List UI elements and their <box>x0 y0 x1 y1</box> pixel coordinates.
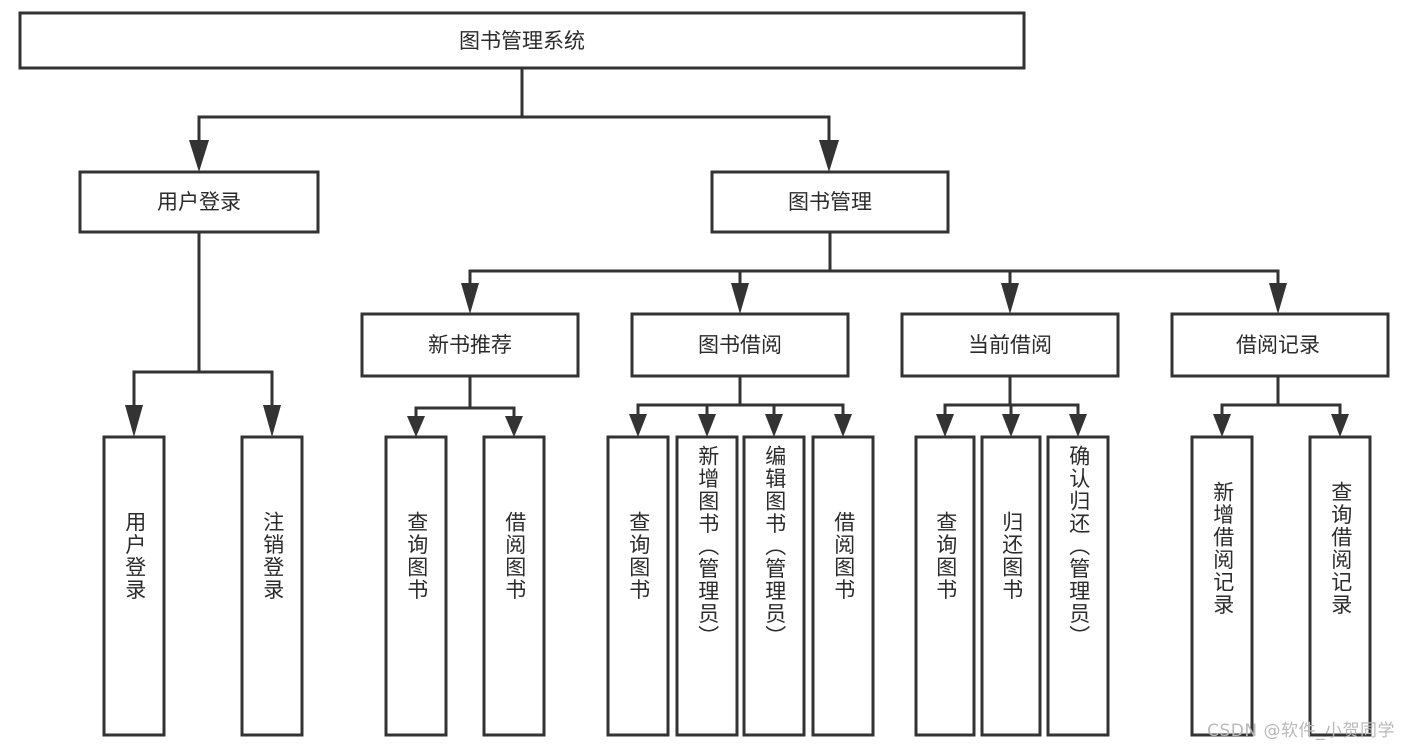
arrow-leaf-add-record <box>1213 414 1231 437</box>
label-borrow-record: 借阅记录 <box>1236 333 1320 357</box>
node-leaf-query-record[interactable] <box>1308 435 1372 737</box>
arrow-to-book-manage <box>819 140 839 172</box>
label-book-borrow: 图书借阅 <box>698 333 782 357</box>
watermark-text: CSDN @软件_小贺同学 <box>1207 721 1395 741</box>
node-leaf-borrow-book-bb[interactable] <box>811 435 875 737</box>
arrow-to-user-login <box>189 140 209 172</box>
node-root[interactable] <box>18 11 1026 70</box>
node-leaf-add-book[interactable] <box>675 435 739 737</box>
arrow-to-book-borrow <box>731 283 749 314</box>
label-current-borrow: 当前借阅 <box>968 333 1052 357</box>
label-root: 图书管理系统 <box>459 29 585 53</box>
arrow-leaf-add-book <box>698 414 716 437</box>
arrow-leaf-confirm-return <box>1069 414 1087 437</box>
arrow-to-new-book-rec <box>461 283 479 314</box>
node-boxes <box>18 11 1390 737</box>
arrow-to-current-borrow <box>1001 283 1019 314</box>
arrow-leaf-user-login <box>125 405 143 437</box>
arrow-leaf-query-record <box>1331 414 1349 437</box>
node-leaf-logout[interactable] <box>240 435 304 737</box>
node-leaf-edit-book[interactable] <box>742 435 806 737</box>
node-leaf-confirm-return[interactable] <box>1046 435 1110 737</box>
node-new-book-rec[interactable] <box>360 312 580 378</box>
label-new-book-rec: 新书推荐 <box>428 333 512 357</box>
node-leaf-borrow-book-rec[interactable] <box>482 435 546 737</box>
node-borrow-record[interactable] <box>1170 312 1390 378</box>
arrow-leaf-borrow-book-bb <box>834 414 852 437</box>
label-book-manage: 图书管理 <box>788 190 872 214</box>
connectors <box>125 66 1349 437</box>
node-book-borrow[interactable] <box>630 312 850 378</box>
arrow-leaf-borrow-book-rec <box>505 416 523 437</box>
arrow-to-borrow-record <box>1269 283 1287 314</box>
node-labels-horizontal: 图书管理系统 用户登录 图书管理 新书推荐 图书借阅 当前借阅 借阅记录 <box>157 29 1320 357</box>
node-leaf-query-book-cb[interactable] <box>914 435 976 737</box>
node-leaf-return-book[interactable] <box>980 435 1042 737</box>
arrow-leaf-query-book-cb <box>936 414 954 437</box>
arrow-leaf-query-book-rec <box>407 416 425 437</box>
node-leaf-query-book-bb[interactable] <box>606 435 670 737</box>
arrow-leaf-logout <box>263 405 281 437</box>
node-leaf-query-book-rec[interactable] <box>384 435 448 737</box>
node-leaf-user-login[interactable] <box>102 435 166 737</box>
node-book-manage[interactable] <box>710 170 950 234</box>
node-current-borrow[interactable] <box>900 312 1120 378</box>
node-user-login[interactable] <box>78 170 320 234</box>
arrow-leaf-return-book <box>1002 414 1020 437</box>
label-user-login: 用户登录 <box>157 190 241 214</box>
arrow-leaf-query-book-bb <box>629 414 647 437</box>
arrow-leaf-edit-book <box>765 414 783 437</box>
node-leaf-add-record[interactable] <box>1190 435 1254 737</box>
